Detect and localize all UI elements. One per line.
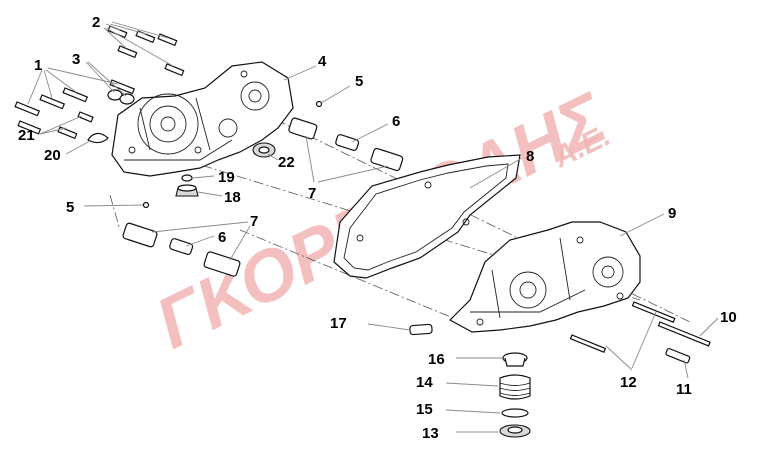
callout-19: 19 [218, 169, 235, 186]
callout-6a: 6 [392, 113, 400, 130]
callout-18: 18 [224, 189, 241, 206]
callout-21: 21 [18, 127, 35, 144]
callout-5a: 5 [355, 73, 363, 90]
callout-8: 8 [526, 148, 534, 165]
bushings-upper [288, 100, 404, 172]
callout-12: 12 [620, 374, 637, 391]
callout-3: 3 [72, 51, 80, 68]
callout-16: 16 [428, 351, 445, 368]
callout-4: 4 [318, 53, 327, 70]
callout-17: 17 [330, 315, 347, 332]
callout-6b: 6 [218, 229, 226, 246]
callout-labels: 1 2 3 4 5 5 6 6 7 7 8 9 10 11 12 13 14 1… [18, 14, 737, 442]
seal-rings [87, 89, 135, 144]
callout-5b: 5 [66, 199, 74, 216]
callout-11: 11 [676, 381, 692, 398]
callout-10: 10 [720, 309, 737, 326]
callout-7a: 7 [308, 185, 316, 202]
bushings-lower [122, 201, 241, 277]
dowel-pin-17 [409, 323, 433, 336]
callout-22: 22 [278, 154, 295, 171]
oil-filter-stack [499, 352, 531, 438]
callout-20: 20 [44, 147, 61, 164]
leader-lines [27, 21, 719, 433]
left-crankcase-half [111, 61, 294, 177]
bolts-left [14, 25, 185, 140]
callout-15: 15 [416, 401, 433, 418]
callout-9: 9 [668, 205, 676, 222]
callout-1: 1 [34, 57, 42, 74]
right-crankcase-half [449, 221, 641, 333]
callout-13: 13 [422, 425, 439, 442]
drain-plug [175, 174, 199, 197]
callout-14: 14 [416, 374, 433, 391]
callout-2: 2 [92, 14, 100, 31]
oil-seal [252, 142, 276, 158]
callout-7b: 7 [250, 213, 258, 230]
bolts-right [569, 301, 711, 364]
